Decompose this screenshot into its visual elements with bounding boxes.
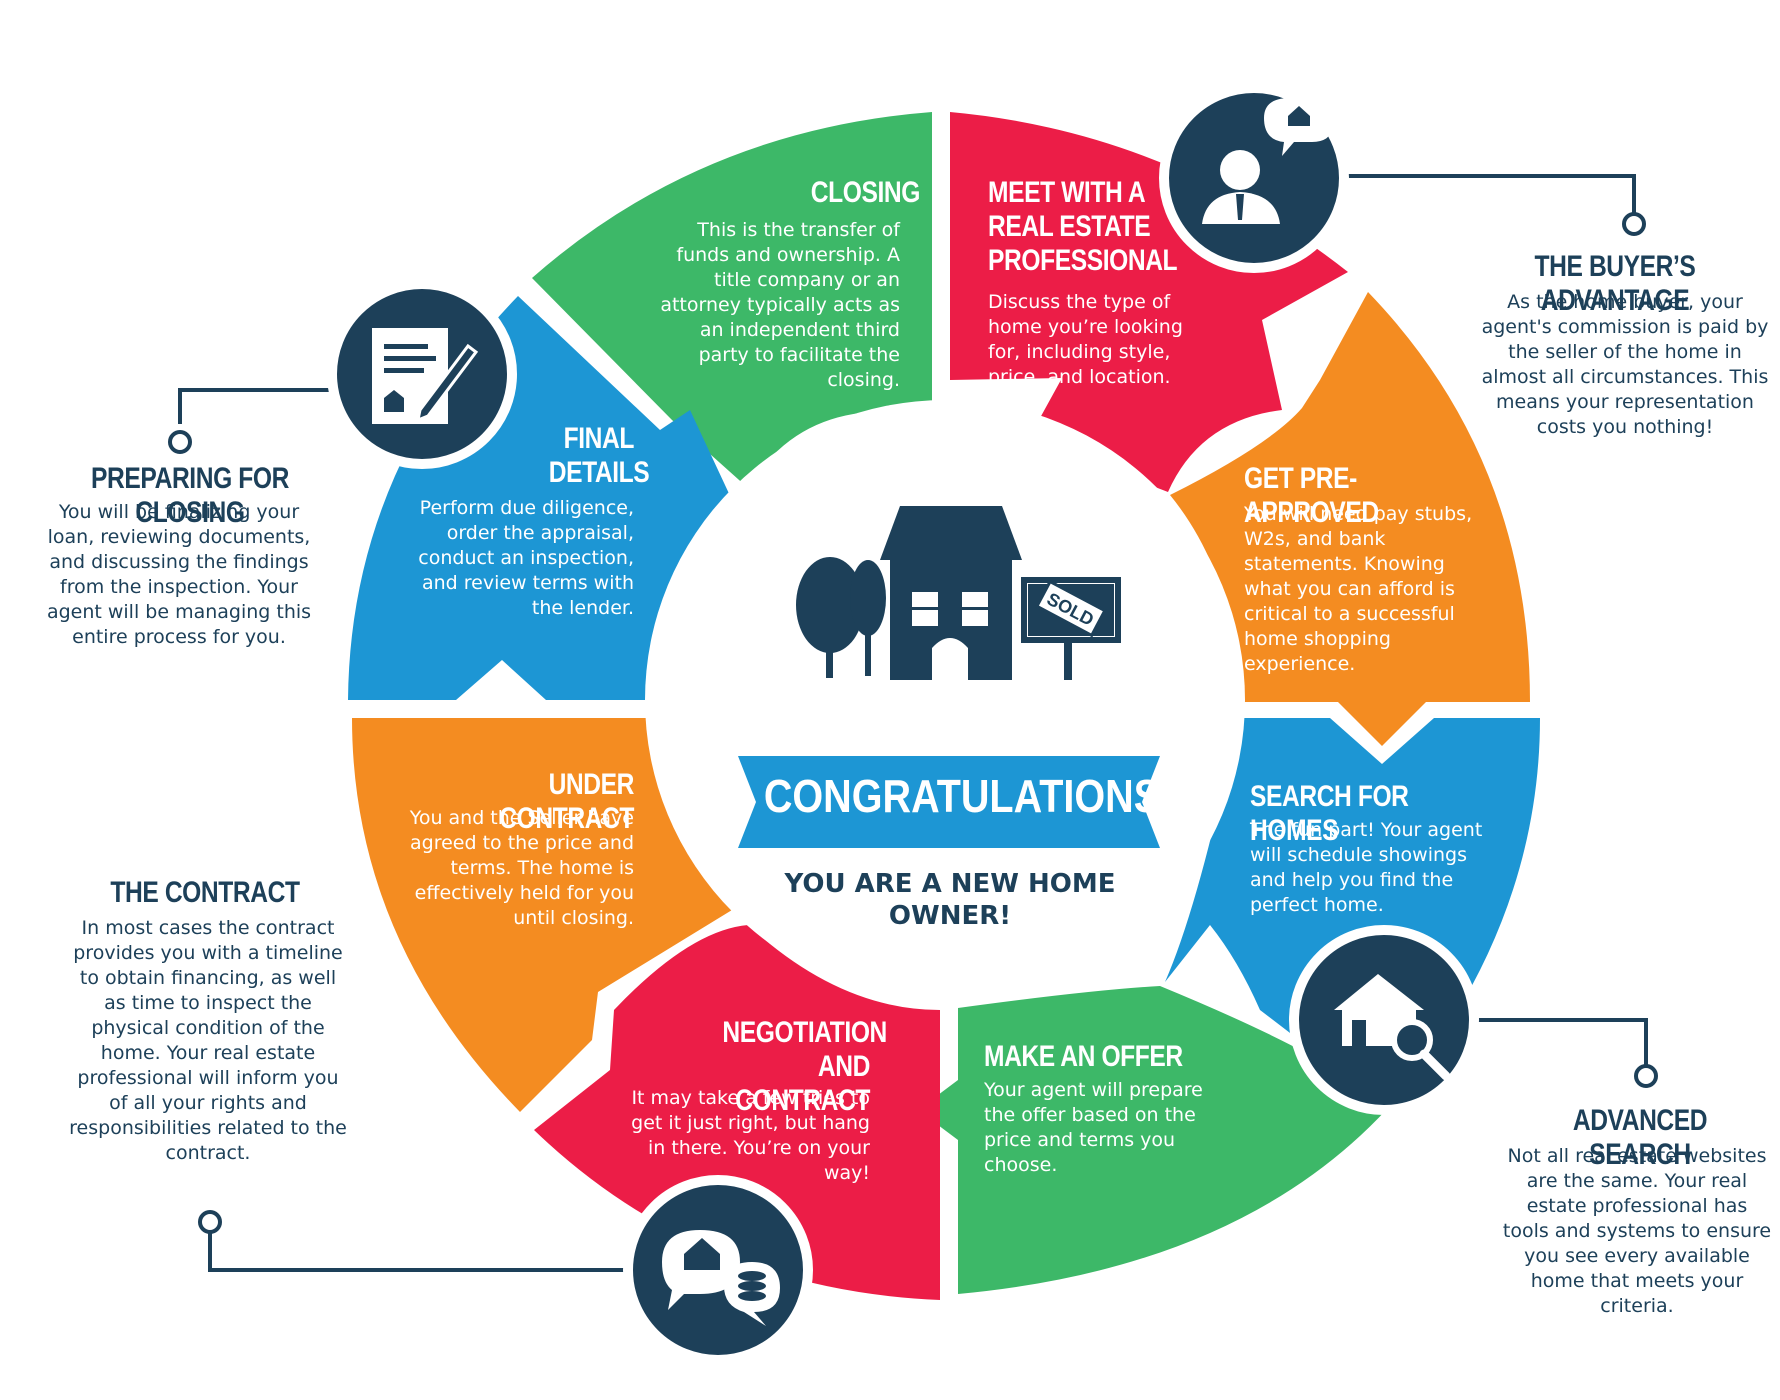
congratulations-banner <box>738 756 1160 848</box>
segment-body-offer: Your agent will prepare the offer based … <box>984 1079 1203 1176</box>
segment-body-negotiation: It may take a few tries to get it just r… <box>631 1087 870 1184</box>
segment-title-pre-approved: GET PRE-APPROVED <box>1244 462 1379 529</box>
house-illustration <box>880 506 1022 680</box>
callout-title-the-contract: THE CONTRACT <box>110 876 300 909</box>
negotiation-icon <box>623 1175 813 1365</box>
connector-preparing-closing <box>178 388 332 424</box>
segment-title-closing: CLOSING <box>810 176 921 209</box>
sold-sign-icon: SOLD <box>1021 577 1121 680</box>
segment-title-final: FINAL DETAILS <box>548 422 650 489</box>
callout-body-preparing-closing: You will be finalizing your loan, review… <box>46 501 312 648</box>
house-search-icon <box>1289 925 1479 1115</box>
connector-dot-advanced-search <box>1634 1064 1658 1088</box>
segment-body-pre-approved: You will need pay stubs, W2s, and bank s… <box>1244 503 1473 675</box>
segment-body-under-contract: You and the Seller have agreed to the pr… <box>409 807 634 929</box>
house-roof <box>880 506 1022 560</box>
callout-body-the-contract: In most cases the contract provides you … <box>69 917 347 1164</box>
segment-closing <box>532 112 932 488</box>
connector-lines <box>178 174 1648 1272</box>
connector-dot-preparing-closing <box>168 430 192 454</box>
callout-title-preparing-closing: PREPARING FOR CLOSING <box>91 462 289 529</box>
segment-title-search: SEARCH FOR HOMES <box>1250 780 1409 847</box>
segment-pre-approved <box>1170 292 1530 746</box>
segment-title-meet: MEET WITH A REAL ESTATE PROFESSIONAL <box>988 176 1178 277</box>
connector-dot-buyers-advantage <box>1622 212 1646 236</box>
document-icon <box>327 279 517 469</box>
agent-icon <box>1159 83 1349 273</box>
tree-icon <box>796 557 886 678</box>
segment-body-closing: This is the transfer of funds and owners… <box>660 219 900 391</box>
connector-the-contract <box>208 1232 630 1272</box>
new-home-owner-text: YOU ARE A NEW HOME OWNER! <box>784 869 1116 931</box>
segment-body-meet: Discuss the type of home you’re looking … <box>988 291 1183 388</box>
callout-title-buyers-advantage: THE BUYER’S ADVANTAGE <box>1534 250 1696 317</box>
connector-buyers-advantage <box>1342 174 1636 214</box>
callout-body-advanced-search: Not all real estate websites are the sam… <box>1502 1145 1772 1317</box>
connector-dot-the-contract <box>198 1210 222 1234</box>
segment-offer <box>918 986 1388 1294</box>
segment-negotiation <box>534 925 940 1300</box>
congratulations-text: CONGRATULATIONS! <box>763 770 1174 822</box>
callout-title-advanced-search: ADVANCED SEARCH <box>1572 1104 1708 1171</box>
segment-title-under-contract: UNDER CONTRACT <box>499 768 634 835</box>
segment-body-search: The fun part! Your agent will schedule s… <box>1250 819 1483 916</box>
segment-under-contract <box>352 718 732 1112</box>
segment-body-final: Perform due diligence, order the apprais… <box>418 497 634 619</box>
callout-body-buyers-advantage: As the home buyer, your agent's commissi… <box>1481 291 1769 438</box>
segment-title-offer: MAKE AN OFFER <box>984 1040 1183 1073</box>
segment-title-negotiation: NEGOTIATION AND CONTRACT <box>722 1016 887 1117</box>
center-hub <box>645 400 1245 1000</box>
connector-advanced-search <box>1472 1018 1648 1066</box>
